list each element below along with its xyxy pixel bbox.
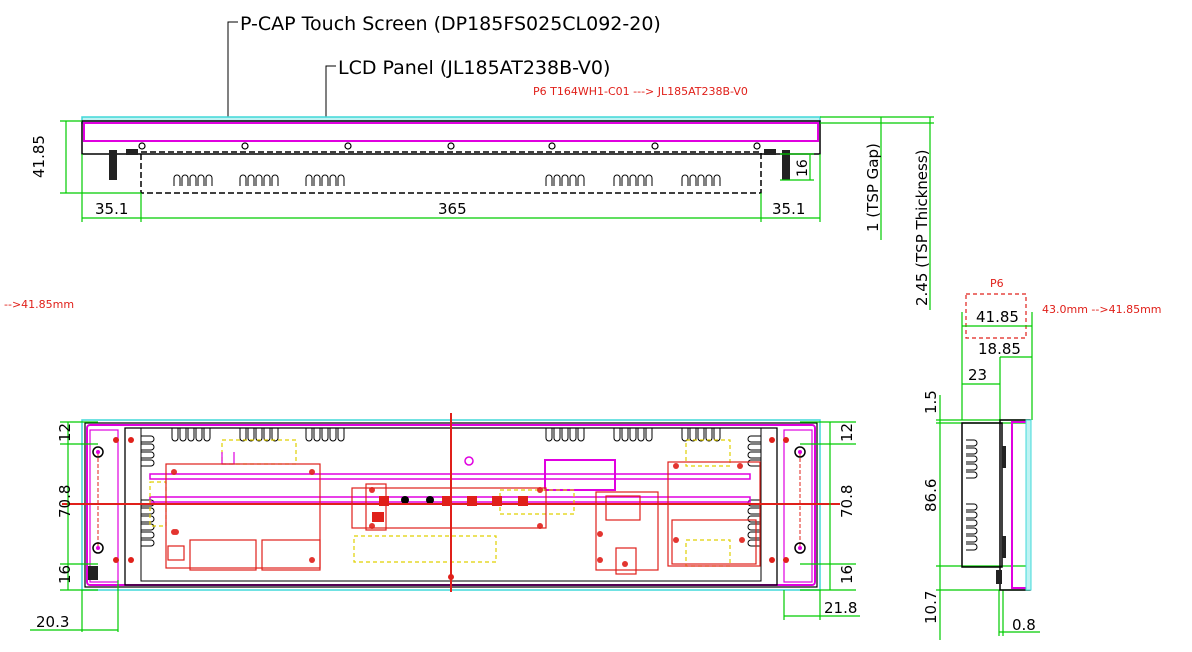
dim-front-right-218: 21.8 <box>824 599 857 617</box>
dim-side-107: 10.7 <box>922 591 940 624</box>
pcb-boards <box>165 461 761 575</box>
dim-front-left-203: 20.3 <box>36 613 69 631</box>
top-view: P-CAP Touch Screen (DP185FS025CL092-20) … <box>4 13 934 311</box>
lcd-panel-label: LCD Panel (JL185AT238B-V0) <box>338 57 610 79</box>
dim-front-right-708: 70.8 <box>838 485 856 518</box>
rear-view: 12 70.8 16 20.3 12 70.8 16 21.8 <box>30 413 860 632</box>
right-mount-panel <box>783 429 813 583</box>
dim-front-left-708: 70.8 <box>56 485 74 518</box>
dim-top-left: 35.1 <box>95 200 128 218</box>
dim-front-right-16: 16 <box>838 565 856 584</box>
touch-screen-leader <box>227 21 238 117</box>
mount-holes <box>92 446 806 554</box>
p6-highlight-box <box>965 293 1027 339</box>
dim-tsp-gap: 1 (TSP Gap) <box>864 143 882 232</box>
pcb-components <box>372 496 528 522</box>
side-dimension-lines <box>936 312 1040 640</box>
dim-side-23: 23 <box>968 366 987 384</box>
dim-front-left-16: 16 <box>56 565 74 584</box>
right-bracket <box>782 150 790 180</box>
dim-tsp-thickness: 2.45 (TSP Thickness) <box>913 149 931 306</box>
rear-dimension-lines <box>30 421 860 632</box>
p6-note-top: P6 T164WH1-C01 ---> JL185AT238B-V0 <box>533 85 748 98</box>
left-bracket <box>109 150 117 180</box>
top-vent-slots <box>173 174 721 186</box>
touch-frame <box>83 122 819 142</box>
left-mount-panel <box>89 429 119 583</box>
dim-side-08: 0.8 <box>1012 616 1036 634</box>
top-dimension-lines <box>60 116 934 310</box>
dim-side-depth: 41.85 <box>976 308 1019 326</box>
dim-front-left-12: 12 <box>56 423 74 442</box>
note-right: 43.0mm -->41.85mm <box>1042 303 1162 316</box>
housing-outline <box>81 120 821 155</box>
side-view: P6 43.0mm -->41.85mm 41.85 18.85 <box>922 277 1162 640</box>
top-screws <box>138 142 761 150</box>
dim-top-height: 41.85 <box>30 135 48 178</box>
side-cover-glass <box>1025 419 1032 591</box>
dim-side-1885: 18.85 <box>978 340 1021 358</box>
rear-vent-top <box>171 428 721 442</box>
rear-vent-sides <box>141 435 761 547</box>
dim-side-15: 1.5 <box>922 390 940 414</box>
side-vent-slots <box>966 439 978 551</box>
dim-side-866: 86.6 <box>922 479 940 512</box>
lcd-panel-leader <box>325 65 336 122</box>
side-rear-cover <box>961 422 1003 568</box>
dim-top-middle: 365 <box>438 200 467 218</box>
corner-screws <box>113 437 789 563</box>
rear-cover <box>140 151 762 194</box>
note-left: -->41.85mm <box>4 298 74 311</box>
dim-front-right-12: 12 <box>838 423 856 442</box>
p6-note-side: P6 <box>990 277 1004 290</box>
dim-top-small: 16 <box>795 159 811 177</box>
dim-top-right: 35.1 <box>772 200 805 218</box>
touch-screen-label: P-CAP Touch Screen (DP185FS025CL092-20) <box>240 13 661 35</box>
magenta-connector-block <box>544 459 616 491</box>
